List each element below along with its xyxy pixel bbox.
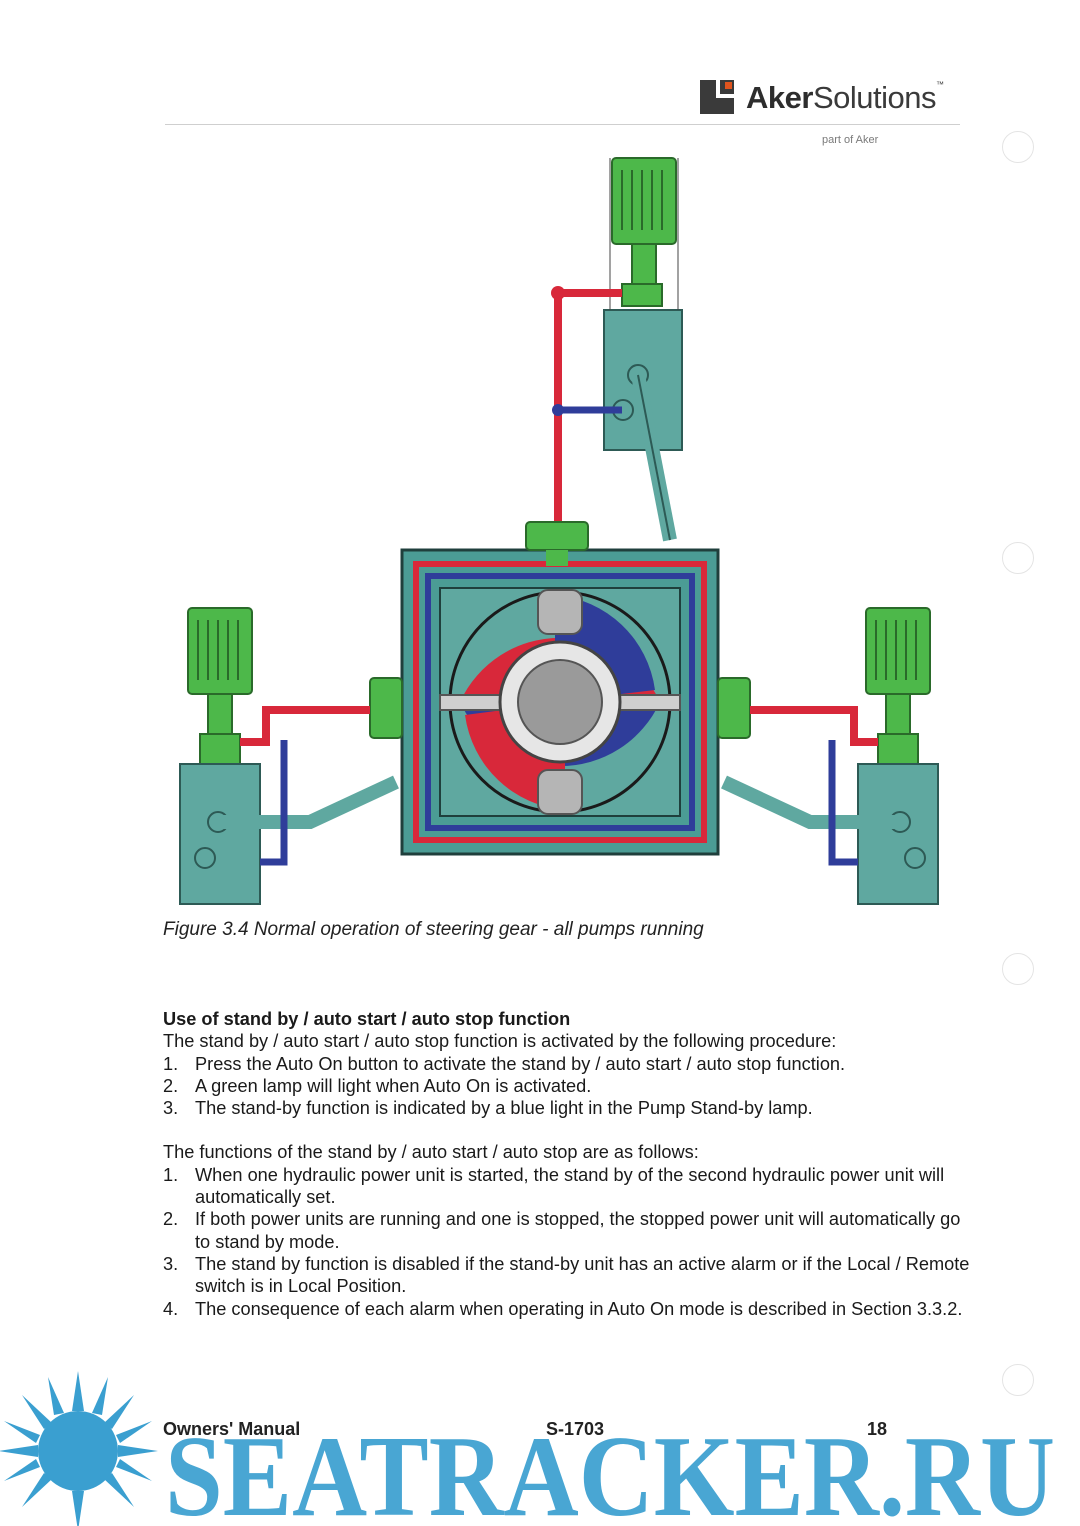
list-number: 1. bbox=[163, 1164, 179, 1185]
figure-caption: Figure 3.4 Normal operation of steering … bbox=[163, 919, 704, 940]
list-number: 3. bbox=[163, 1253, 179, 1274]
steering-housing bbox=[369, 521, 751, 856]
list-text: The stand by function is disabled if the… bbox=[195, 1253, 970, 1297]
functions-intro: The functions of the stand by / auto sta… bbox=[163, 1142, 699, 1163]
section-body: Use of stand by / auto start / auto stop… bbox=[163, 1008, 973, 1320]
brand-name: AkerSolutions™ bbox=[746, 80, 944, 116]
list-text: Press the Auto On button to activate the… bbox=[195, 1053, 846, 1074]
list-text: The stand-by function is indicated by a … bbox=[195, 1098, 813, 1119]
list-number: 4. bbox=[163, 1298, 179, 1319]
section-intro: The stand by / auto start / auto stop fu… bbox=[163, 1031, 837, 1052]
steering-gear-diagram bbox=[179, 157, 939, 905]
footer-page-number: 18 bbox=[867, 1419, 888, 1439]
list-item: 1. Press the Auto On button to activate t… bbox=[163, 1053, 973, 1075]
brand-light: Solutions bbox=[812, 80, 937, 115]
list-text: When one hydraulic power unit is started… bbox=[195, 1164, 945, 1208]
procedure-list: 1. Press the Auto On button to activate t… bbox=[163, 1053, 973, 1120]
list-item: 2. If both power units are running and on… bbox=[163, 1208, 973, 1253]
brand-tagline: part of Aker bbox=[822, 134, 879, 146]
list-number: 3. bbox=[163, 1098, 179, 1119]
footer-manual: Owners' Manual bbox=[163, 1419, 301, 1439]
seatracker-watermark: SEATRACKER.RU bbox=[0, 1371, 1055, 1526]
punch-hole bbox=[1002, 131, 1034, 163]
list-text: A green lamp will light when Auto On is … bbox=[195, 1075, 592, 1096]
list-text: If both power units are running and one … bbox=[195, 1209, 961, 1252]
brand-tm: ™ bbox=[935, 80, 944, 89]
header-rule bbox=[165, 124, 960, 125]
list-item: 3. The stand by function is disabled if t… bbox=[163, 1253, 973, 1298]
list-item: 4. The consequence of each alarm when ope… bbox=[163, 1298, 973, 1320]
brand-bold: Aker bbox=[746, 80, 813, 115]
watermark-text: SEATRACKER.RU bbox=[165, 1413, 1055, 1526]
section-heading: Use of stand by / auto start / auto stop… bbox=[163, 1009, 571, 1029]
left-pump-unit bbox=[179, 607, 399, 905]
punch-hole bbox=[1002, 542, 1034, 574]
list-item: 2. A green lamp will light when Auto On i… bbox=[163, 1075, 973, 1097]
list-number: 2. bbox=[163, 1209, 179, 1230]
punch-hole bbox=[1002, 1364, 1034, 1396]
list-number: 2. bbox=[163, 1075, 179, 1096]
top-pressure-pipe bbox=[551, 286, 622, 530]
top-pump-unit bbox=[603, 157, 683, 542]
list-text: The consequence of each alarm when opera… bbox=[195, 1298, 963, 1319]
right-pump-unit bbox=[721, 607, 939, 905]
functions-list: 1. When one hydraulic power unit is start… bbox=[163, 1164, 973, 1320]
list-number: 1. bbox=[163, 1053, 179, 1074]
list-item: 1. When one hydraulic power unit is start… bbox=[163, 1164, 973, 1209]
punch-hole bbox=[1002, 953, 1034, 985]
footer-doc-number: S-1703 bbox=[546, 1419, 605, 1439]
sun-icon bbox=[0, 1371, 158, 1526]
list-item: 3. The stand-by function is indicated by … bbox=[163, 1097, 973, 1119]
aker-logo-mark-icon bbox=[700, 80, 734, 114]
